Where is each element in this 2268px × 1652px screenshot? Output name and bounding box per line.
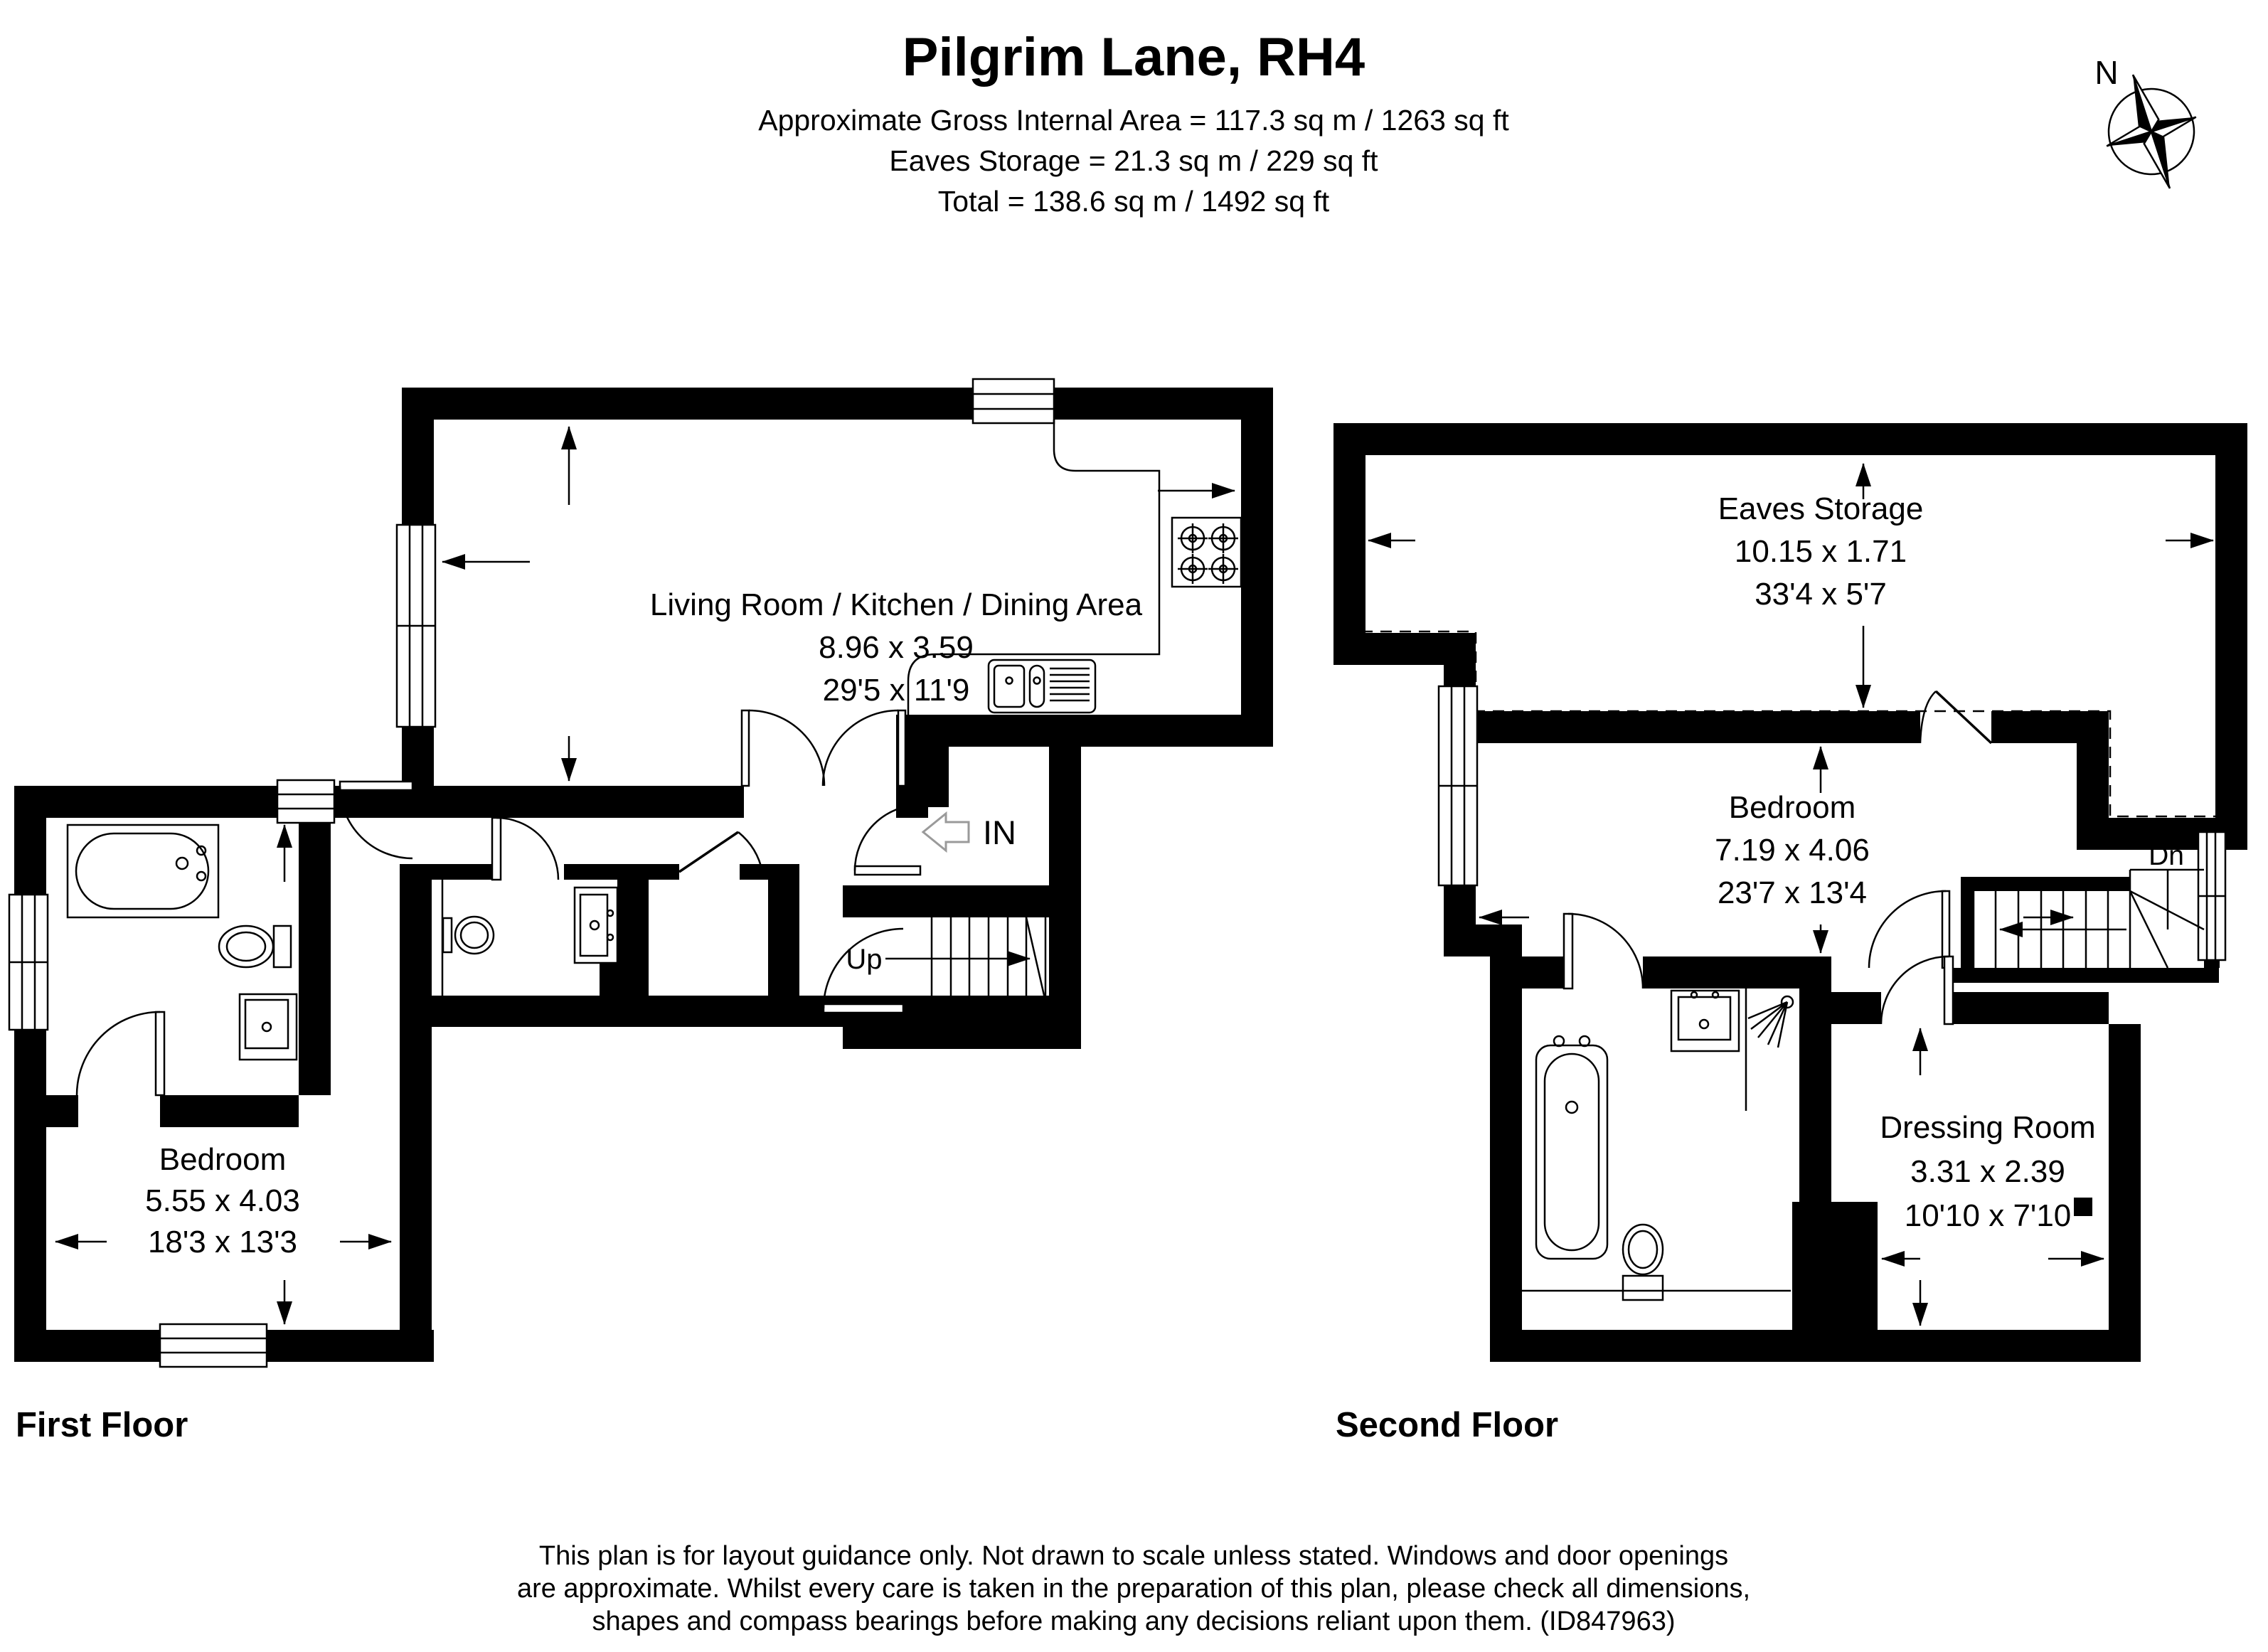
stairs-down: Dn bbox=[1972, 841, 2205, 969]
disclaimer-line-2: are approximate. Whilst every care is ta… bbox=[517, 1574, 1750, 1604]
wc-basin-icon bbox=[573, 886, 619, 964]
door-wc bbox=[491, 816, 560, 881]
first-floor-label: First Floor bbox=[16, 1406, 188, 1444]
eaves-dims-imperial: 33'4 x 5'7 bbox=[1755, 577, 1887, 612]
dressing-name: Dressing Room bbox=[1880, 1110, 2095, 1145]
page-title: Pilgrim Lane, RH4 bbox=[903, 27, 1365, 87]
footer-disclaimer: This plan is for layout guidance only. N… bbox=[517, 1541, 1750, 1636]
stairs-up-label: Up bbox=[846, 944, 882, 975]
entrance-label: IN bbox=[983, 814, 1016, 851]
second-floor-walls bbox=[1333, 423, 2247, 1362]
door-cupboard bbox=[678, 831, 764, 873]
window-bedroom-bottom bbox=[159, 1323, 268, 1368]
ensuite-basin-icon bbox=[238, 993, 298, 1061]
first-floor-dimension-arrows bbox=[55, 426, 1235, 1325]
eaves-storage-area-line: Eaves Storage = 21.3 sq m / 229 sq ft bbox=[889, 144, 1378, 177]
wc-toilet-icon bbox=[442, 917, 453, 954]
page-header: Pilgrim Lane, RH4 Approximate Gross Inte… bbox=[758, 27, 1509, 218]
double-doors-living bbox=[740, 709, 907, 787]
door-bathroom2 bbox=[1562, 912, 1644, 990]
bedroom1-dims-metric: 5.55 x 4.03 bbox=[145, 1183, 300, 1218]
compass-rose: N bbox=[2094, 54, 2197, 189]
solid-block bbox=[1792, 1202, 1878, 1362]
bedroom2-name: Bedroom bbox=[1729, 790, 1856, 825]
door-ensuite bbox=[75, 1011, 166, 1097]
second-floor-label: Second Floor bbox=[1336, 1406, 1558, 1444]
second-floor-doors bbox=[1562, 690, 1993, 1025]
bedroom1-name: Bedroom bbox=[159, 1142, 287, 1177]
basin2-icon bbox=[1670, 989, 1740, 1053]
kitchen-sink-icon bbox=[987, 659, 1097, 714]
compass-north-label: N bbox=[2094, 54, 2118, 91]
shower-icon bbox=[1745, 988, 1794, 1111]
door-eaves-access bbox=[1919, 690, 1993, 745]
ensuite-toilet-icon bbox=[218, 924, 292, 969]
second-bedroom-label: Bedroom 7.19 x 4.06 23'7 x 13'4 bbox=[1715, 790, 1870, 910]
bedroom2-dims-imperial: 23'7 x 13'4 bbox=[1718, 875, 1867, 910]
hob-icon bbox=[1171, 516, 1242, 588]
bedroom2-dims-metric: 7.19 x 4.06 bbox=[1715, 833, 1870, 868]
stairs-up: Up bbox=[846, 917, 1050, 1018]
gross-internal-area-line: Approximate Gross Internal Area = 117.3 … bbox=[758, 104, 1509, 137]
wc-room bbox=[441, 880, 619, 996]
living-room-dims-metric: 8.96 x 3.59 bbox=[819, 630, 974, 665]
window-bedroom2-left bbox=[1437, 685, 1479, 887]
window-hall-top bbox=[276, 779, 336, 824]
second-floor-windows bbox=[1437, 685, 2227, 961]
eaves-storage-boundary bbox=[1348, 437, 2233, 818]
eaves-storage-label: Eaves Storage 10.15 x 1.71 33'4 x 5'7 bbox=[1718, 491, 1924, 612]
disclaimer-line-1: This plan is for layout guidance only. N… bbox=[539, 1541, 1728, 1571]
door-dressing-room bbox=[1880, 955, 1954, 1025]
dressing-dims-metric: 3.31 x 2.39 bbox=[1910, 1154, 2065, 1189]
door-stairs-second bbox=[1868, 890, 1951, 969]
first-floor-plan: Up IN Living Room / Kitchen / Dining Are… bbox=[8, 378, 1273, 1444]
stairs-down-label: Dn bbox=[2149, 841, 2184, 871]
window-stairs-right bbox=[2197, 831, 2227, 961]
bath2-icon bbox=[1535, 1035, 1609, 1260]
disclaimer-line-3: shapes and compass bearings before makin… bbox=[592, 1606, 1675, 1636]
second-floor-dimension-arrows bbox=[1368, 463, 2214, 1326]
compass-star-icon bbox=[2106, 74, 2197, 189]
second-floor-plan: Dn bbox=[1333, 423, 2247, 1444]
dressing-dims-imperial: 10'10 x 7'10 bbox=[1905, 1198, 2072, 1233]
bedroom1-dims-imperial: 18'3 x 13'3 bbox=[148, 1225, 297, 1259]
eaves-name: Eaves Storage bbox=[1718, 491, 1924, 526]
total-area-line: Total = 138.6 sq m / 1492 sq ft bbox=[938, 185, 1330, 218]
eaves-dims-metric: 10.15 x 1.71 bbox=[1735, 534, 1907, 569]
dressing-room-marker bbox=[2074, 1198, 2092, 1216]
window-ensuite-left bbox=[8, 893, 49, 1031]
entrance-arrow-icon bbox=[921, 811, 970, 853]
door-hall-junction bbox=[339, 780, 414, 860]
window-living-top bbox=[971, 378, 1055, 425]
first-bedroom-label: Bedroom 5.55 x 4.03 18'3 x 13'3 bbox=[145, 1142, 300, 1259]
door-entrance bbox=[853, 804, 922, 876]
door-stairs-first bbox=[822, 927, 905, 1014]
toilet2-icon bbox=[1622, 1223, 1664, 1301]
dressing-room-label: Dressing Room 3.31 x 2.39 10'10 x 7'10 bbox=[1880, 1110, 2095, 1233]
living-room-dims-imperial: 29'5 x 11'9 bbox=[823, 673, 970, 708]
first-floor-windows bbox=[8, 378, 1055, 1368]
window-living-left bbox=[395, 523, 437, 728]
living-room-name: Living Room / Kitchen / Dining Area bbox=[650, 587, 1143, 622]
kitchen-counter bbox=[907, 420, 1161, 715]
first-floor-doors bbox=[75, 709, 922, 1097]
entrance-in: IN bbox=[921, 811, 1016, 853]
bath-icon bbox=[66, 824, 220, 919]
living-room-label: Living Room / Kitchen / Dining Area 8.96… bbox=[650, 587, 1143, 708]
